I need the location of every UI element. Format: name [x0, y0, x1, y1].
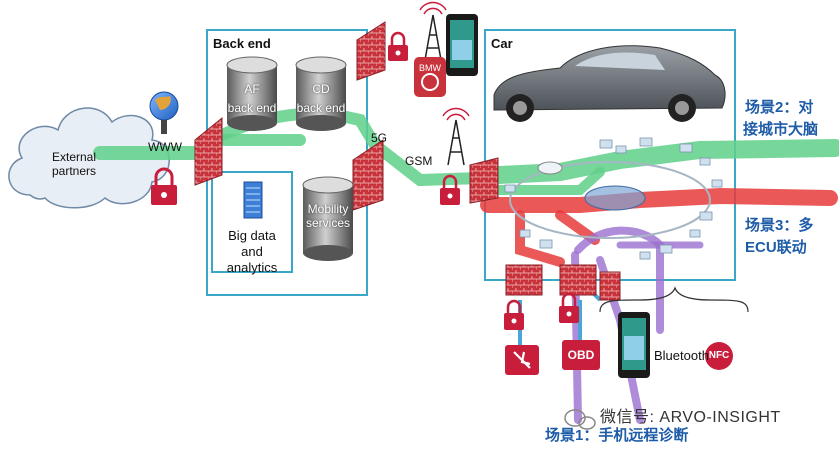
obd-label: OBD — [567, 348, 595, 362]
scenario-1-label: 场景1：手机远程诊断 — [545, 427, 689, 444]
cd-label: CD — [312, 82, 330, 96]
firewall-obd-left-icon — [505, 264, 543, 296]
diagnostic-plug-icon — [505, 345, 539, 375]
firewall-small-right-icon — [599, 271, 621, 301]
external-partners-cloud — [8, 107, 170, 209]
cell-tower-top-icon — [419, 1, 447, 61]
af-back-end-label: back end — [227, 101, 277, 115]
scenario-3-line-1: 场景3：多 — [745, 217, 814, 234]
scenario-3-line-2: ECU联动 — [745, 239, 807, 256]
database-cd-icon — [295, 56, 347, 131]
scenario-2-line-2: 接城市大脑 — [743, 121, 819, 138]
car-network-schematic — [504, 137, 723, 260]
globe-icon — [149, 91, 179, 134]
firewall-obd-right-icon — [559, 264, 597, 296]
bmw-app-icon — [414, 57, 446, 97]
firewall-top-icon — [356, 21, 386, 81]
five-g-label: 5G — [371, 131, 388, 145]
nfc-icon — [705, 342, 733, 370]
firewall-www-icon — [194, 116, 223, 186]
database-af-icon — [226, 56, 278, 131]
lock-obd-right-icon — [559, 292, 579, 323]
server-rack-icon — [243, 181, 263, 219]
bmw-label: BMW — [419, 63, 441, 73]
big-data-label: Big data and analytics — [226, 228, 278, 275]
database-mobility-icon — [302, 176, 354, 261]
wechat-icon — [564, 409, 596, 430]
smartphone-bottom-icon — [618, 312, 650, 378]
gsm-label: GSM — [405, 154, 433, 168]
www-label: WWW — [148, 140, 182, 154]
smartphone-top-icon — [446, 14, 478, 76]
lock-gsm-icon — [440, 174, 460, 205]
lock-top-icon — [388, 31, 408, 61]
af-label: AF — [244, 82, 260, 96]
firewall-car-entry-icon — [469, 157, 499, 204]
nfc-label: NFC — [708, 350, 730, 361]
lock-obd-left-icon — [504, 299, 524, 330]
cell-tower-gsm-icon — [442, 107, 470, 166]
big-data-box — [211, 171, 293, 273]
firewall-5g-icon — [352, 139, 384, 211]
obd-port-icon — [562, 340, 600, 370]
cd-back-end-label: back end — [296, 101, 346, 115]
bluetooth-label: Bluetooth — [654, 348, 709, 363]
car-image — [493, 45, 726, 122]
mobility-label: Mobility services — [305, 202, 350, 230]
back-end-title: Back end — [213, 36, 271, 51]
watermark-text: 微信号: ARVO-INSIGHT — [600, 409, 781, 426]
scenario-2-line-1: 场景2：对 — [745, 99, 814, 116]
car-title: Car — [491, 36, 513, 51]
lock-www-icon — [151, 167, 177, 205]
external-partners-label: External partners — [51, 150, 97, 178]
bracket-bluetooth — [599, 286, 749, 313]
